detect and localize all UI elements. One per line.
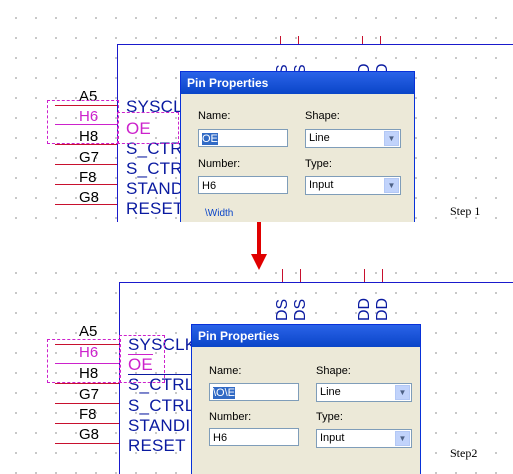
type-select[interactable]: Input ▼: [305, 176, 401, 195]
type-label: Type:: [305, 158, 332, 170]
pin-name-s-ctrl[interactable]: S_CTRL: [128, 375, 195, 394]
pin-name-s-ctrl[interactable]: S_CTR: [126, 159, 183, 178]
name-field[interactable]: OE: [198, 129, 288, 147]
number-field[interactable]: H6: [198, 176, 288, 194]
name-field-value: OE: [202, 133, 218, 145]
pin-wire: [55, 164, 117, 165]
pin-name-s-ctrl[interactable]: S_CTRL: [128, 396, 195, 415]
name-label: Name:: [209, 365, 242, 377]
pin-number-g8[interactable]: G8: [79, 426, 100, 443]
pin-number-f8[interactable]: F8: [79, 169, 97, 186]
shape-select-value: Line: [309, 132, 330, 144]
step-label: Step 1: [450, 204, 481, 218]
step1-panel: S S D D A5 SYSCL H6 OE H8 S_CTR G7 S_CTR…: [0, 0, 513, 222]
pin-number-g7[interactable]: G7: [79, 386, 100, 403]
selection-outline: [47, 100, 119, 144]
pin-name-oe[interactable]: OE: [126, 119, 151, 138]
pin-number-h8[interactable]: H8: [79, 365, 99, 382]
step2-panel: DS DS DD DD A5 SYSCLK H6 OE H8 S_CTRL G7…: [0, 255, 513, 474]
selection-outline: [47, 339, 121, 383]
pin-name-sysclk[interactable]: SYSCLK: [128, 335, 197, 354]
selection-outline: [117, 112, 179, 144]
type-select-value: Input: [309, 179, 334, 191]
pin-wire-selected: [55, 363, 119, 364]
type-label: Type:: [316, 411, 343, 423]
chevron-down-icon[interactable]: ▼: [395, 431, 410, 446]
top-pin-wire: [380, 36, 381, 44]
number-field-value: H6: [213, 432, 228, 444]
pin-number-a5[interactable]: A5: [79, 323, 98, 340]
pin-number-h6[interactable]: H6: [79, 344, 99, 361]
top-pin-wire: [280, 36, 281, 44]
pin-properties-dialog: Pin Properties Name: OE Shape: Line ▼ Nu…: [180, 71, 415, 222]
pin-wire: [55, 184, 117, 185]
top-pin-wire: [364, 269, 365, 282]
pin-number-g7[interactable]: G7: [79, 149, 100, 166]
dialog-title: Pin Properties: [192, 325, 420, 347]
number-label: Number:: [198, 158, 241, 170]
pin-number-f8[interactable]: F8: [79, 406, 97, 423]
step-label: Step2: [450, 446, 478, 460]
shape-label: Shape:: [316, 365, 351, 377]
pin-name-reset[interactable]: RESET: [128, 436, 186, 455]
pin-number-g8[interactable]: G8: [79, 189, 100, 206]
pin-wire: [55, 423, 119, 424]
name-field[interactable]: \O\E: [209, 383, 299, 401]
pin-wire-selected: [55, 124, 117, 125]
top-pin-label: DD: [374, 297, 391, 321]
pin-wire: [55, 144, 117, 145]
dialog-title: Pin Properties: [181, 72, 414, 94]
shape-select-value: Line: [320, 386, 341, 398]
pin-number-h8[interactable]: H8: [79, 128, 99, 145]
type-select[interactable]: Input ▼: [316, 429, 412, 448]
width-label: \Width: [205, 208, 234, 219]
top-pin-wire: [382, 269, 383, 282]
top-pin-label: DS: [292, 298, 309, 321]
top-pin-wire: [298, 36, 299, 44]
number-label: Number:: [209, 411, 252, 423]
top-pin-wire: [362, 36, 363, 44]
shape-select[interactable]: Line ▼: [305, 129, 401, 148]
pin-name-standby[interactable]: STAND: [126, 179, 184, 198]
chevron-down-icon[interactable]: ▼: [395, 385, 410, 400]
shape-select[interactable]: Line ▼: [316, 383, 412, 402]
top-pin-label: DS: [274, 298, 291, 321]
pin-wire: [55, 105, 117, 106]
pin-name-reset[interactable]: RESET: [126, 199, 184, 218]
pin-wire: [55, 344, 119, 345]
selection-outline: [119, 335, 165, 383]
chevron-down-icon[interactable]: ▼: [384, 131, 399, 146]
pin-name-sysclk[interactable]: SYSCL: [126, 97, 183, 116]
pin-name-standby[interactable]: STANDI: [128, 416, 191, 435]
number-field[interactable]: H6: [209, 428, 299, 446]
pin-wire: [55, 403, 119, 404]
type-select-value: Input: [320, 432, 345, 444]
pin-name-oe[interactable]: OE: [128, 355, 153, 374]
top-pin-wire: [300, 269, 301, 282]
pin-properties-dialog: Pin Properties Name: \O\E Shape: Line ▼ …: [191, 324, 421, 474]
top-pin-label: DD: [356, 297, 373, 321]
chevron-down-icon[interactable]: ▼: [384, 178, 399, 193]
number-field-value: H6: [202, 180, 217, 192]
name-field-value: \O\E: [213, 387, 236, 399]
pin-number-h6[interactable]: H6: [79, 108, 99, 125]
name-label: Name:: [198, 110, 231, 122]
top-pin-wire: [282, 269, 283, 282]
shape-label: Shape:: [305, 110, 340, 122]
pin-wire: [55, 204, 117, 205]
pin-wire: [55, 443, 119, 444]
pin-wire: [55, 383, 119, 384]
